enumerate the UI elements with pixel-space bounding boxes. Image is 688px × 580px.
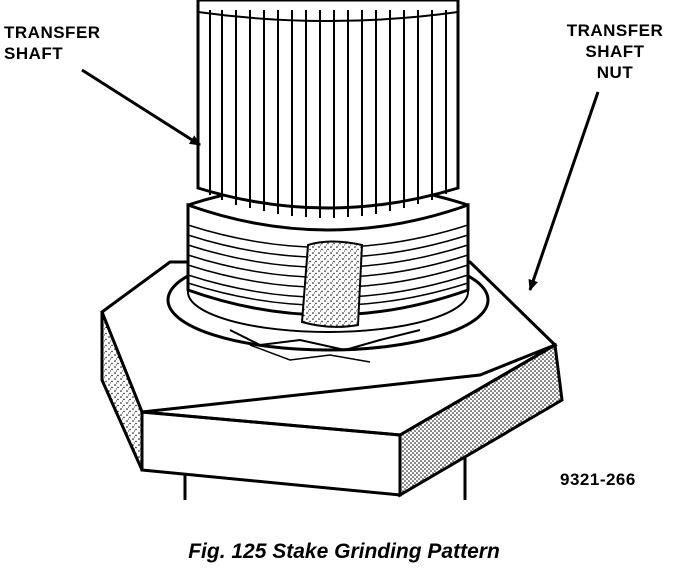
transfer-shaft-nut-label: TRANSFER SHAFT NUT [560,20,670,83]
transfer-shaft-label-line2: SHAFT [4,44,64,63]
figure-caption: Fig. 125 Stake Grinding Pattern [188,540,500,563]
transfer-shaft-label-line1: TRANSFER [4,23,101,42]
transfer-shaft [196,0,460,218]
transfer-shaft-label: TRANSFER SHAFT [4,22,101,64]
figure-number: 9321-266 [560,470,636,489]
transfer-shaft-nut-arrow [528,91,600,291]
threaded-section [186,181,470,328]
transfer-shaft-nut-label-line3: NUT [596,63,634,82]
transfer-shaft-nut-label-line1: TRANSFER [566,21,664,40]
transfer-shaft-arrow [81,68,201,147]
leader-arrows [81,68,600,291]
shaft-splines [209,10,447,218]
transfer-shaft-nut-label-line2: SHAFT [585,42,645,61]
